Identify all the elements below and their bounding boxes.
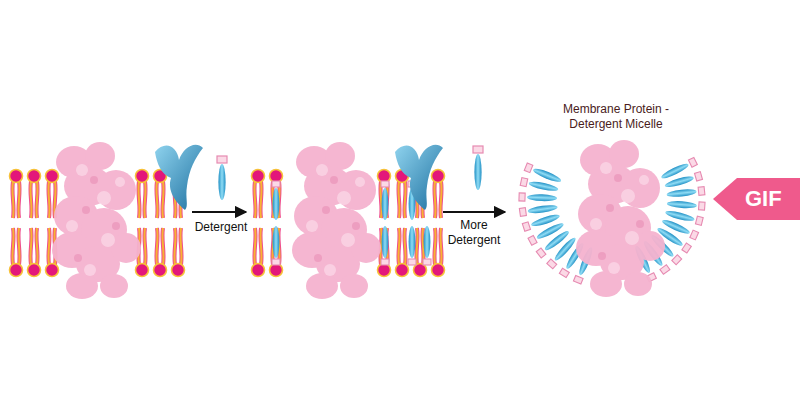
detergent-molecule: [664, 172, 703, 190]
lipid: [10, 170, 23, 219]
peripheral-protein: [155, 145, 203, 210]
lipid: [396, 170, 409, 219]
detergent-molecule: [519, 203, 558, 216]
detergent-molecule: [524, 163, 562, 185]
detergent-molecule: [519, 193, 557, 202]
detergent-molecule: [408, 226, 416, 265]
detergent-molecule: [272, 181, 280, 220]
process-arrow: [443, 211, 505, 213]
lipid: [432, 228, 445, 277]
lipid: [396, 228, 409, 277]
gif-badge: GIF: [713, 178, 800, 220]
detergent-molecule: [423, 226, 431, 265]
lipid: [28, 170, 41, 219]
detergent-molecule: [522, 212, 561, 231]
detergent-molecule: [667, 200, 705, 211]
detergent-molecule: [473, 146, 483, 190]
badge-label: GIF: [745, 188, 782, 210]
process-arrow: [192, 211, 246, 213]
lipid: [172, 228, 185, 277]
membrane-protein: [576, 140, 665, 297]
detergent-molecule: [666, 187, 705, 199]
lipid: [154, 228, 167, 277]
membrane-protein: [52, 142, 141, 299]
detergent-molecule: [381, 226, 389, 265]
detergent-molecule: [217, 156, 227, 200]
lipid: [28, 228, 41, 277]
membrane-protein: [292, 142, 381, 299]
lipid: [432, 170, 445, 219]
detergent-molecule: [381, 181, 389, 220]
lipid: [10, 228, 23, 277]
lipid: [154, 170, 167, 219]
badge-fill: [713, 178, 800, 220]
peripheral-protein: [395, 145, 443, 210]
lipid: [136, 170, 149, 219]
arrow-label: More Detergent: [443, 218, 505, 248]
arrow-label: Detergent: [195, 220, 248, 235]
detergent-molecule: [272, 226, 280, 265]
lipid: [252, 170, 265, 219]
lipid: [252, 228, 265, 277]
stage-title: Membrane Protein -Detergent Micelle: [555, 102, 677, 132]
